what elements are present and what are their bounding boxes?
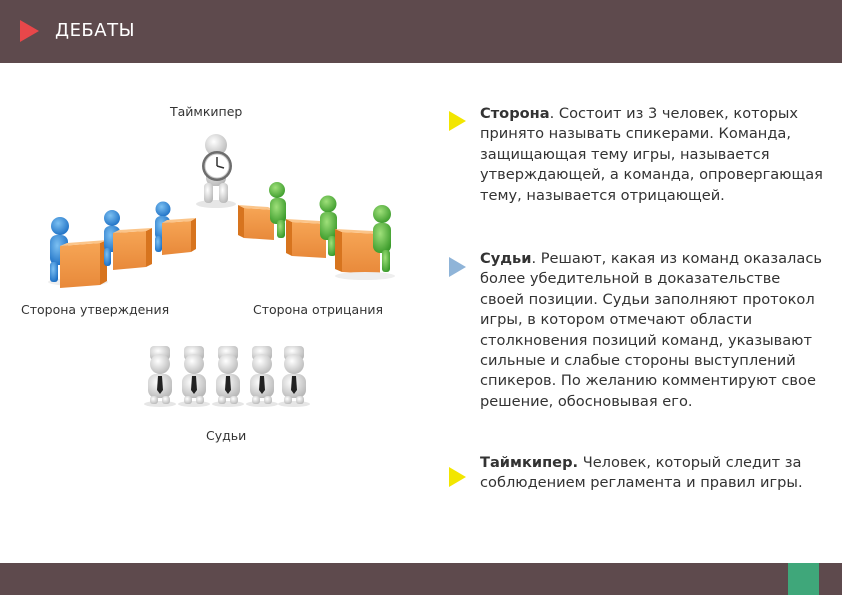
description-judges: Судьи. Решают, какая из команд оказалась… bbox=[480, 249, 825, 412]
bullet-blue-icon bbox=[449, 257, 466, 277]
bullet-yellow-icon bbox=[449, 111, 466, 131]
bullet-yellow-icon bbox=[449, 467, 466, 487]
timekeeper-label: Таймкипер bbox=[170, 104, 242, 119]
description-term: Сторона bbox=[480, 105, 550, 122]
description-side: Сторона. Состоит из 3 человек, которых п… bbox=[480, 104, 825, 206]
description-term: Таймкипер. bbox=[480, 454, 578, 471]
footer-accent bbox=[788, 563, 819, 595]
footer-bar bbox=[0, 563, 842, 595]
affirmative-team bbox=[48, 202, 196, 289]
negative-team bbox=[238, 182, 395, 280]
judges-label: Судьи bbox=[206, 428, 246, 443]
judges-group bbox=[144, 346, 310, 407]
description-timekeeper: Таймкипер. Человек, который следит за со… bbox=[480, 453, 825, 494]
negative-label: Сторона отрицания bbox=[253, 302, 383, 317]
description-text: Решают, какая из команд оказалась более … bbox=[480, 250, 822, 410]
affirmative-label: Сторона утверждения bbox=[21, 302, 169, 317]
timekeeper-figure bbox=[196, 134, 236, 208]
description-term: Судьи bbox=[480, 250, 531, 267]
